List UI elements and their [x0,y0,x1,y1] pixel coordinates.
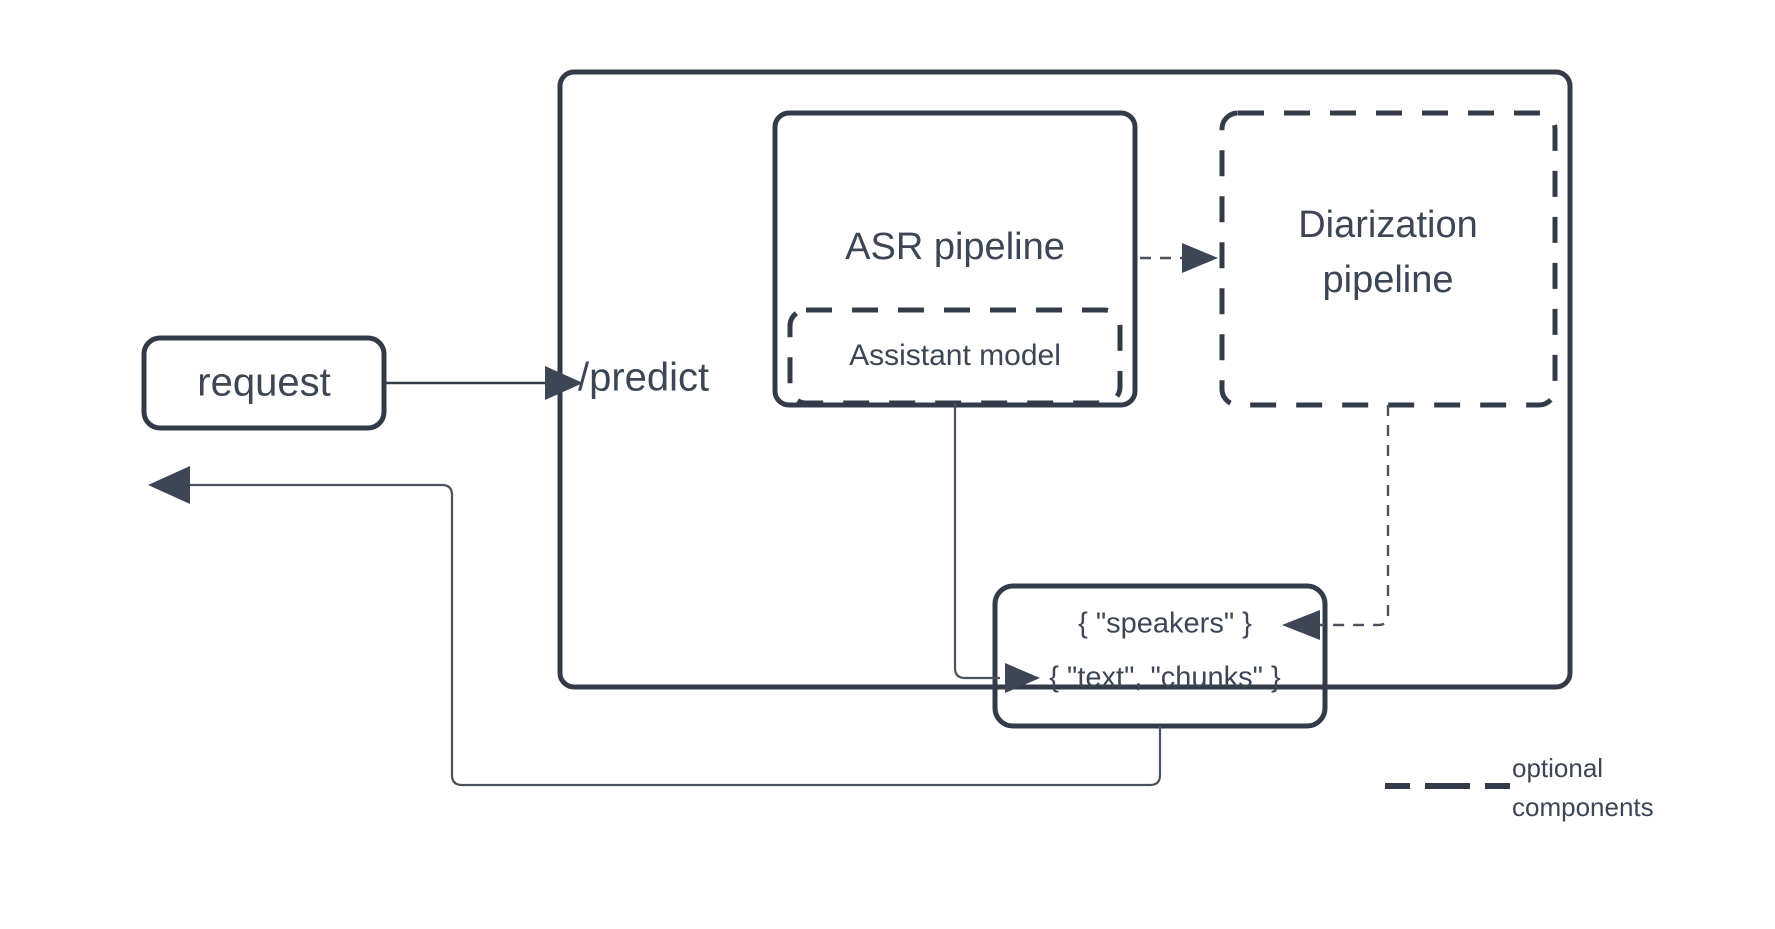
diarization-pipeline-node[interactable]: Diarization pipeline [1219,110,1558,408]
assistant-model-label: Assistant model [849,339,1061,372]
connection-response-to-caller [148,466,1162,787]
diarization-to-response-line [1320,405,1390,627]
assistant-to-response-arrowhead [1005,663,1040,693]
response-node[interactable]: { "speakers" } { "text", "chunks" } [992,583,1328,729]
connection-asr-to-diarization [1140,243,1218,273]
predict-label: /predict [578,356,709,400]
diarization-pipeline-label-line2: pipeline [1323,259,1454,301]
request-to-predict-arrowhead [545,366,583,400]
asr-pipeline-label: ASR pipeline [845,226,1065,268]
predict-container[interactable] [557,69,1573,690]
legend: optional components [1385,753,1654,822]
assistant-model-node[interactable]: Assistant model [787,307,1123,406]
response-text-chunks-label: { "text", "chunks" } [1049,662,1281,694]
diarization-to-response-arrowhead [1282,610,1320,640]
request-node[interactable]: request [141,335,387,431]
response-speakers-label: { "speakers" } [1078,608,1252,640]
response-to-caller-line [190,483,1162,787]
assistant-to-response-line [953,403,1000,680]
legend-label-line2: components [1512,792,1654,822]
connection-assistant-to-response [953,403,1040,693]
asr-to-diarization-arrowhead [1182,243,1218,273]
connection-diarization-to-response [1282,405,1390,640]
connection-request-to-predict [384,366,583,400]
response-to-caller-arrowhead [148,466,190,504]
predict-container-box [557,69,1573,690]
legend-label-line1: optional [1512,753,1603,783]
diarization-pipeline-label-line1: Diarization [1298,204,1478,246]
request-node-label: request [197,361,330,405]
